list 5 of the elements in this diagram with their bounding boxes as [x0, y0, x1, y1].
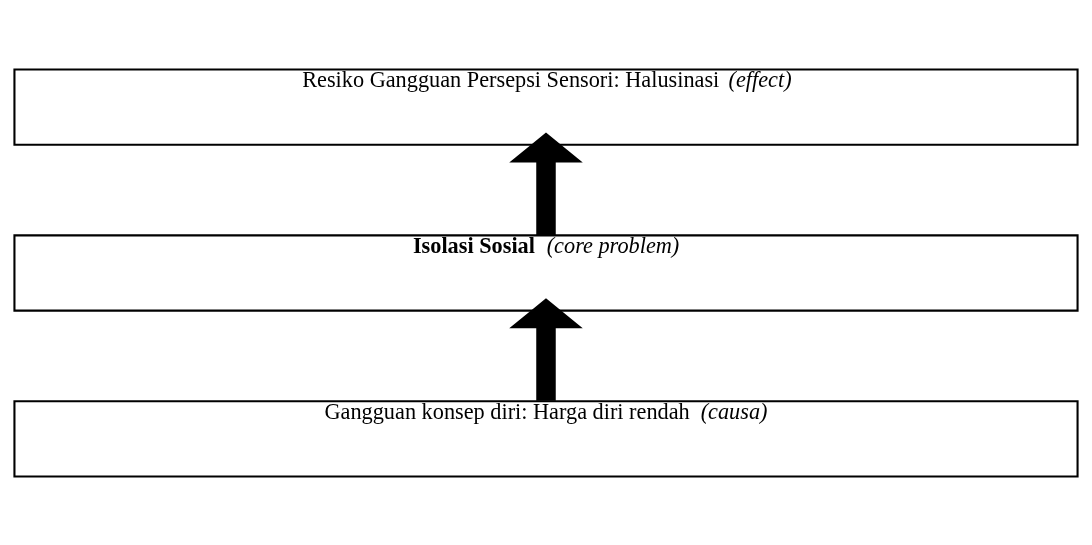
node-box: Resiko Gangguan Persepsi Sensori: Halusinasi (effect) — [13, 68, 1079, 146]
arrow — [509, 131, 583, 235]
node-box: Isolasi Sosial (core problem) — [13, 233, 1079, 312]
arrow — [509, 297, 583, 401]
node-box: Gangguan konsep diri: Harga diri rendah (causa) — [13, 399, 1079, 477]
